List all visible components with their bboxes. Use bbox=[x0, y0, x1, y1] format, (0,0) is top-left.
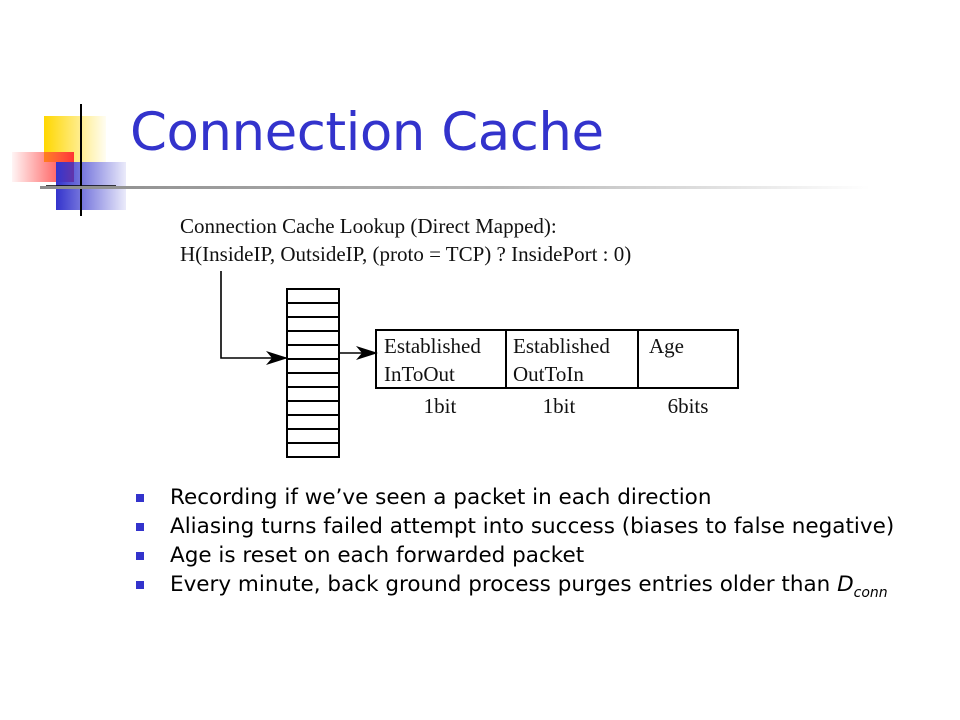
cache-table bbox=[286, 288, 340, 458]
cache-entry-fields bbox=[375, 329, 739, 389]
title-underline bbox=[40, 186, 870, 189]
bullet-item: Recording if we’ve seen a packet in each… bbox=[136, 486, 916, 509]
bullet-square-icon bbox=[136, 494, 144, 502]
bullet-text: Every minute, back ground process purges… bbox=[170, 572, 838, 597]
field-established-outtoin-line1: Established bbox=[513, 334, 610, 358]
bullet-item: Aliasing turns failed attempt into succe… bbox=[136, 515, 916, 538]
field-size-age: 6bits bbox=[668, 394, 709, 418]
diagram-header-line1: Connection Cache Lookup (Direct Mapped): bbox=[180, 214, 557, 238]
bullet-item: Age is reset on each forwarded packet bbox=[136, 544, 916, 567]
bullet-text: Recording if we’ve seen a packet in each… bbox=[170, 485, 712, 510]
hash-lookup-arrow bbox=[220, 271, 288, 365]
d-conn-variable: D bbox=[837, 572, 854, 597]
field-size-outtoin: 1bit bbox=[543, 394, 576, 418]
slide-title: Connection Cache bbox=[130, 102, 604, 163]
bullet-item: Every minute, back ground process purges… bbox=[136, 573, 916, 605]
bullet-square-icon bbox=[136, 581, 144, 589]
field-established-outtoin-line2: OutToIn bbox=[513, 362, 584, 386]
field-established-intoout-line1: Established bbox=[384, 334, 481, 358]
d-conn-subscript: conn bbox=[853, 585, 888, 601]
bullet-square-icon bbox=[136, 523, 144, 531]
bullet-square-icon bbox=[136, 552, 144, 560]
field-size-intoout: 1bit bbox=[424, 394, 457, 418]
bullet-text: Age is reset on each forwarded packet bbox=[170, 543, 585, 568]
bullet-text: Aliasing turns failed attempt into succe… bbox=[170, 514, 895, 539]
bullet-list: Recording if we’ve seen a packet in each… bbox=[136, 486, 916, 611]
field-age-label: Age bbox=[649, 334, 684, 358]
field-established-intoout-line2: InToOut bbox=[384, 362, 455, 386]
diagram-header-line2: H(InsideIP, OutsideIP, (proto = TCP) ? I… bbox=[180, 242, 631, 266]
